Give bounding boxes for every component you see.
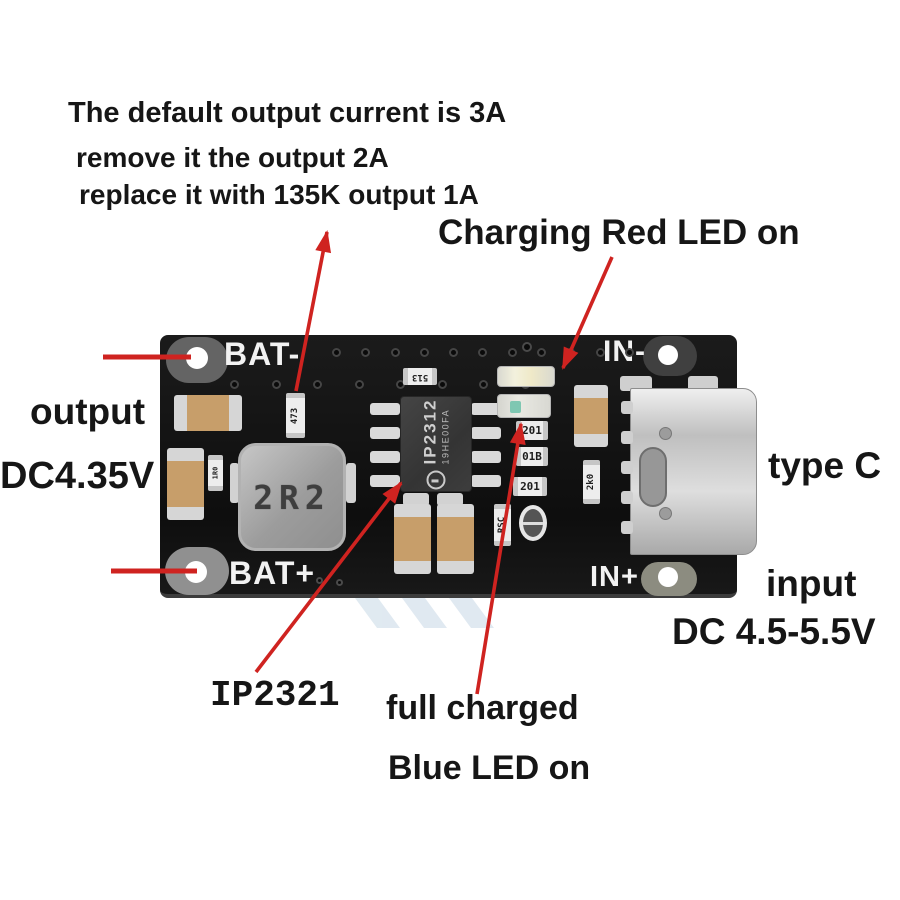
- ic-pin-r1: [471, 403, 501, 415]
- silkscreen-in-plus: IN+: [590, 561, 639, 593]
- inductor-marking: 2R2: [253, 477, 331, 517]
- typec-pin-2: [621, 431, 633, 444]
- resistor-01b: 01B: [516, 447, 548, 466]
- blue-led-die: [510, 401, 521, 413]
- resistor-473: 473: [286, 393, 305, 438]
- typec-pin-4: [621, 491, 633, 504]
- full-charge-blue-led: [497, 394, 551, 418]
- typec-rivet-bottom: [659, 507, 672, 520]
- input-voltage-label: DC 4.5-5.5V: [672, 611, 876, 652]
- capacitor-input: [574, 385, 608, 447]
- ic-bottom-pad-1: [403, 493, 429, 506]
- full-charged-label: full charged: [386, 689, 579, 727]
- note-line-3: replace it with 135K output 1A: [79, 179, 479, 210]
- ic-pin-l1: [370, 403, 400, 415]
- resistor-1r0: 1R0: [208, 455, 223, 491]
- typec-pin-5: [621, 521, 633, 534]
- typec-shell-tab-1: [620, 376, 652, 391]
- ip2321-chip-label: IP2321: [210, 675, 340, 716]
- inductor-pad-left: [230, 463, 239, 503]
- mounting-hole-in-plus: [658, 567, 678, 587]
- ic-bottom-pad-2: [437, 493, 463, 506]
- capacitor-output-1: [174, 395, 242, 431]
- arrow-to-blue-led: [475, 422, 526, 695]
- mounting-hole-in-minus: [658, 345, 678, 365]
- resistor-513: 513: [403, 368, 437, 385]
- mounting-hole-bat-minus: [186, 347, 208, 369]
- note-line-1: The default output current is 3A: [68, 97, 507, 129]
- silkscreen-bat-plus: BAT+: [229, 555, 316, 591]
- inductor-pad-right: [346, 463, 356, 503]
- note-line-2: remove it the output 2A: [76, 142, 389, 173]
- typec-pin-3: [621, 461, 633, 474]
- pcb-board: BAT- IN- BAT+ IN+ 1R0 2R2: [160, 335, 757, 598]
- watermark: [355, 598, 494, 628]
- inductor-2r2: 2R2: [238, 443, 346, 551]
- usb-type-c-connector: [621, 388, 757, 555]
- ic-pin-r2: [471, 427, 501, 439]
- ic-ip2312: IP2312 19HE00FA: [400, 396, 472, 492]
- resistor-201-b: 201: [513, 477, 547, 496]
- via-small-2: [336, 579, 343, 586]
- charging-red-led: [497, 366, 555, 387]
- type-c-label: type C: [768, 445, 882, 486]
- input-label: input: [766, 563, 857, 604]
- typec-shell-tab-2: [688, 376, 718, 391]
- arrow-to-note: [294, 230, 332, 392]
- capacitor-bottom-2: [437, 504, 474, 574]
- oval-component: [519, 505, 547, 541]
- ic-pin-r4: [471, 475, 501, 487]
- silkscreen-in-minus: IN-: [603, 335, 646, 368]
- typec-cavity: [639, 447, 667, 507]
- typec-pin-1: [621, 401, 633, 414]
- output-label: output: [30, 391, 146, 432]
- via-single: [522, 342, 532, 352]
- resistor-2k0: 2k0: [583, 460, 600, 504]
- arrow-to-ic: [254, 481, 403, 674]
- charging-red-led-label: Charging Red LED on: [438, 213, 800, 252]
- via-small-1: [316, 577, 323, 584]
- capacitor-bottom-1: [394, 504, 431, 574]
- ic-pin-l2: [370, 427, 400, 439]
- ic-pin-l3: [370, 451, 400, 463]
- blue-led-label: Blue LED on: [388, 749, 591, 787]
- arrow-to-red-led: [561, 256, 614, 370]
- capacitor-output-2: [167, 448, 204, 520]
- typec-rivet-top: [659, 427, 672, 440]
- output-voltage-label: DC4.35V: [0, 455, 155, 497]
- ic-pin-r3: [471, 451, 501, 463]
- silkscreen-bat-minus: BAT-: [224, 336, 301, 372]
